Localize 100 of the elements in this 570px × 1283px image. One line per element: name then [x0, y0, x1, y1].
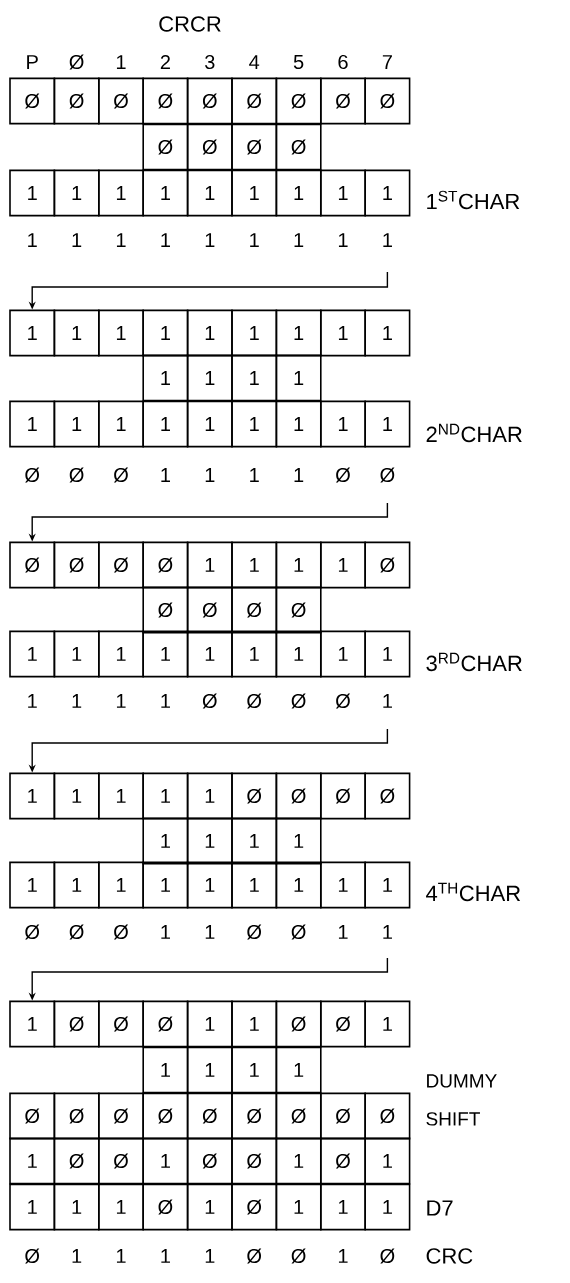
bit-cell: 1 [186, 1000, 233, 1048]
bit-cell: Ø [98, 1092, 144, 1140]
result-digit: 1 [383, 925, 392, 939]
bit-cell: Ø [142, 77, 189, 125]
result-digit: 1 [161, 925, 170, 939]
bit-cell: 1 [186, 169, 233, 217]
bit-cell: 1 [142, 354, 189, 402]
column-header: 2 [160, 55, 170, 69]
bit-cell: Ø [142, 541, 189, 589]
result-digit: Ø [25, 924, 40, 940]
bit-cell: 1 [53, 400, 100, 448]
bit-cell: Ø [231, 1137, 278, 1185]
result-digit: 1 [72, 1249, 82, 1263]
result-digit: 1 [161, 233, 170, 247]
bit-cell: 1 [186, 861, 233, 909]
row-label: 2$^{ND}$CHAR [426, 423, 522, 443]
result-digit: 1 [161, 694, 170, 708]
result-digit: 1 [28, 233, 37, 247]
bit-cell: 1 [275, 309, 322, 357]
bit-cell: 1 [142, 861, 189, 909]
bit-cell: Ø [320, 1092, 366, 1140]
bit-cell: 1 [275, 541, 322, 589]
bit-cell: 1 [231, 1000, 278, 1048]
bit-cell: 1 [9, 169, 56, 217]
bit-cell: Ø [231, 77, 278, 125]
result-digit: 1 [205, 233, 215, 247]
bit-cell: Ø [320, 772, 366, 820]
bit-cell: 1 [98, 630, 144, 678]
bit-cell: 1 [186, 309, 233, 357]
bit-cell: Ø [231, 772, 278, 820]
bit-cell: Ø [142, 123, 189, 171]
bit-cell: 1 [186, 541, 233, 589]
column-header: 7 [382, 55, 392, 69]
result-digit: 1 [205, 925, 215, 939]
bit-cell: 1 [275, 817, 322, 865]
bit-cell: 1 [275, 400, 322, 448]
bit-cell: Ø [53, 1137, 100, 1185]
bit-cell: 1 [186, 1183, 233, 1231]
bit-cell: Ø [142, 1000, 189, 1048]
result-digit: 1 [383, 694, 392, 708]
bit-cell: Ø [231, 1092, 278, 1140]
bit-cell: 1 [231, 541, 278, 589]
result-digit: Ø [247, 1248, 262, 1264]
bit-cell: 1 [53, 1183, 100, 1231]
result-digit: 1 [250, 468, 259, 482]
row-label: D7 [427, 1200, 453, 1216]
result-digit: Ø [335, 467, 351, 483]
bit-cell: Ø [186, 1137, 233, 1185]
bit-cell: Ø [364, 541, 411, 589]
bit-cell: 1 [142, 1137, 189, 1185]
result-digit: 1 [72, 694, 82, 708]
row-label: DUMMY SHIFT [426, 1074, 497, 1126]
bit-cell: 1 [53, 169, 100, 217]
bit-cell: Ø [275, 772, 322, 820]
bit-cell: 1 [9, 400, 56, 448]
bit-cell: Ø [231, 123, 278, 171]
bit-cell: Ø [98, 77, 144, 125]
bit-cell: Ø [186, 586, 233, 634]
bit-cell: 1 [9, 309, 56, 357]
result-digit: Ø [69, 924, 84, 940]
bit-cell: 1 [231, 817, 278, 865]
result-digit: Ø [25, 467, 40, 483]
bit-cell: 1 [9, 1000, 56, 1048]
bit-cell: Ø [9, 77, 56, 125]
bit-cell: 1 [142, 630, 189, 678]
column-header: P [27, 55, 38, 69]
result-digit: 1 [116, 694, 126, 708]
bit-cell: 1 [275, 630, 322, 678]
bit-cell: 1 [186, 1046, 233, 1094]
bit-cell: Ø [186, 77, 233, 125]
bit-cell: Ø [320, 1137, 366, 1185]
result-digit: Ø [69, 467, 84, 483]
bit-cell: Ø [275, 586, 322, 634]
bit-cell: Ø [364, 772, 411, 820]
bit-cell: 1 [9, 861, 56, 909]
bit-cell: 1 [9, 772, 56, 820]
bit-cell: 1 [142, 772, 189, 820]
bit-cell: Ø [275, 123, 322, 171]
bit-cell: Ø [98, 541, 144, 589]
column-header: 1 [116, 55, 126, 69]
bit-cell: 1 [53, 309, 100, 357]
bit-cell: 1 [231, 169, 278, 217]
bit-cell: 1 [9, 1183, 56, 1231]
bit-cell: 1 [142, 1046, 189, 1094]
bit-cell: 1 [186, 817, 233, 865]
bit-cell: 1 [9, 1137, 56, 1185]
bit-cell: Ø [142, 1183, 189, 1231]
bit-cell: Ø [53, 77, 100, 125]
bit-cell: Ø [231, 586, 278, 634]
bit-cell: 1 [275, 1183, 322, 1231]
bit-cell: 1 [231, 630, 278, 678]
bit-cell: 1 [320, 169, 366, 217]
bit-cell: Ø [53, 541, 100, 589]
result-digit: 1 [116, 1249, 126, 1263]
bit-cell: 1 [142, 817, 189, 865]
bit-cell: 1 [275, 1046, 322, 1094]
bit-cell: Ø [186, 1092, 233, 1140]
bit-cell: Ø [320, 77, 366, 125]
result-digit: 1 [294, 468, 304, 482]
column-header: 6 [338, 54, 348, 70]
